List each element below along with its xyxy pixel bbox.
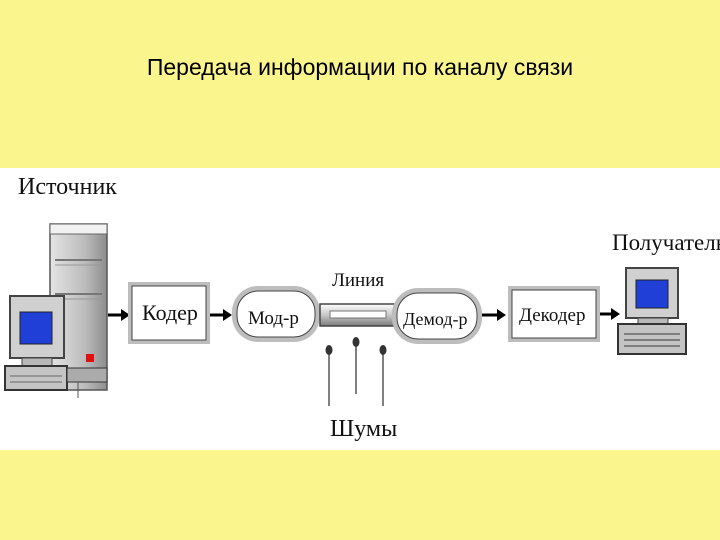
source-label: Источник <box>18 174 117 200</box>
coder-label: Кодер <box>142 300 198 325</box>
coder-block: Кодер <box>128 282 210 344</box>
modulator-label: Мод-р <box>248 308 299 329</box>
demodulator-label: Демод-р <box>403 309 468 329</box>
noise-arrows <box>325 337 387 406</box>
modulator-block: Мод-р <box>232 286 320 342</box>
decoder-label: Декодер <box>519 305 585 326</box>
noise-label: Шумы <box>330 416 397 442</box>
slide-title: Передача информации по каналу связи <box>146 54 574 80</box>
source-computer-icon <box>4 223 108 398</box>
diagram-panel: Источник Получатель <box>0 168 720 450</box>
line-channel: Линия <box>319 270 399 327</box>
receiver-computer-icon <box>617 267 687 355</box>
decoder-block: Декодер <box>508 286 600 342</box>
demodulator-block: Демод-р <box>392 288 482 344</box>
receiver-label: Получатель <box>612 230 720 255</box>
diagram-svg: Источник Получатель <box>4 174 720 442</box>
power-led <box>86 354 94 362</box>
line-label: Линия <box>332 270 384 291</box>
